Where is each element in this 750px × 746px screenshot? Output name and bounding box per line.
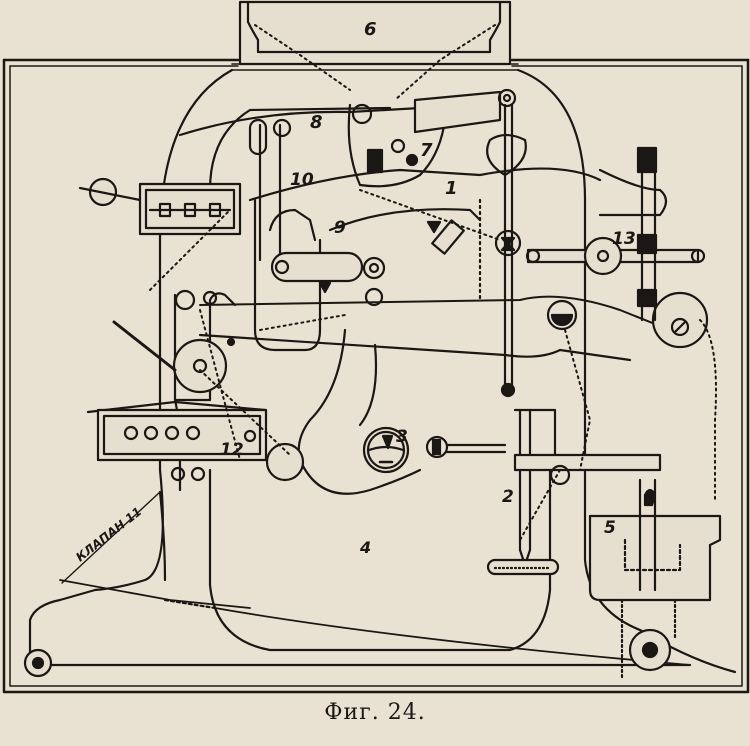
part-9-slide [270,251,386,307]
label-part-12: 12 [220,440,244,460]
label-part-7: 7 [420,140,433,161]
left-switch-box [78,177,242,236]
label-part-4: 4 [359,538,371,557]
label-part-6: 6 [364,19,377,40]
label-part-1: 1 [445,178,458,199]
part-8-10-levers [178,106,422,352]
part-13-balance-beam [525,146,709,349]
part-2-scale [486,408,662,576]
label-valve-11: КЛАПАН 11 [73,505,144,565]
part-5-cup [588,478,722,682]
left-lever-assembly [112,289,237,492]
label-part-10: 10 [290,170,314,190]
label-part-3: 3 [396,427,408,447]
label-part-2: 2 [502,487,514,507]
label-part-5: 5 [604,518,616,538]
part-labels: 6 7 8 10 9 1 13 3 2 5 12 4 КЛАПАН 11 [73,19,635,564]
valve-11-line [61,490,167,584]
part-3-gauge [297,328,507,495]
dotted-linkages [149,189,717,541]
label-part-9: 9 [334,218,346,238]
vertical-rod [426,103,527,398]
part-4-pedestal [23,468,737,678]
label-part-8: 8 [310,112,323,133]
part-7-housing [347,88,517,188]
part-12-box [86,400,305,482]
part-6-top-tray [231,0,519,101]
figure-caption: Фиг. 24. [324,700,426,725]
outer-frame [2,58,750,694]
label-part-13: 13 [612,229,636,249]
